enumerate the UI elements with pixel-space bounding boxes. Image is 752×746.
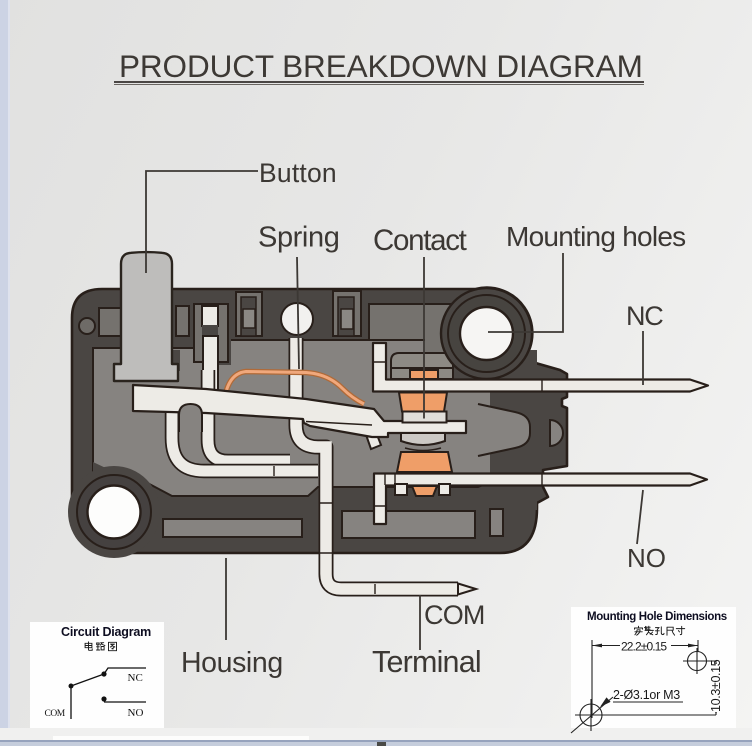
svg-text:2-Ø3.1or M3: 2-Ø3.1or M3	[613, 688, 680, 702]
svg-text:10.3±0.15: 10.3±0.15	[709, 659, 723, 712]
svg-text:22.2±0.15: 22.2±0.15	[621, 640, 667, 654]
svg-text:Button: Button	[259, 158, 337, 188]
svg-text:Contact: Contact	[373, 224, 467, 257]
svg-text:Spring: Spring	[258, 222, 339, 254]
svg-text:Terminal: Terminal	[372, 645, 481, 679]
svg-text:NC: NC	[128, 672, 143, 684]
svg-text:NO: NO	[627, 543, 666, 573]
svg-text:NC: NC	[626, 301, 663, 331]
svg-text:COM: COM	[424, 600, 485, 630]
svg-text:Mounting holes: Mounting holes	[506, 221, 685, 252]
svg-text:Housing: Housing	[181, 647, 283, 679]
svg-text:NO: NO	[128, 707, 144, 719]
svg-text:COM: COM	[45, 709, 66, 719]
